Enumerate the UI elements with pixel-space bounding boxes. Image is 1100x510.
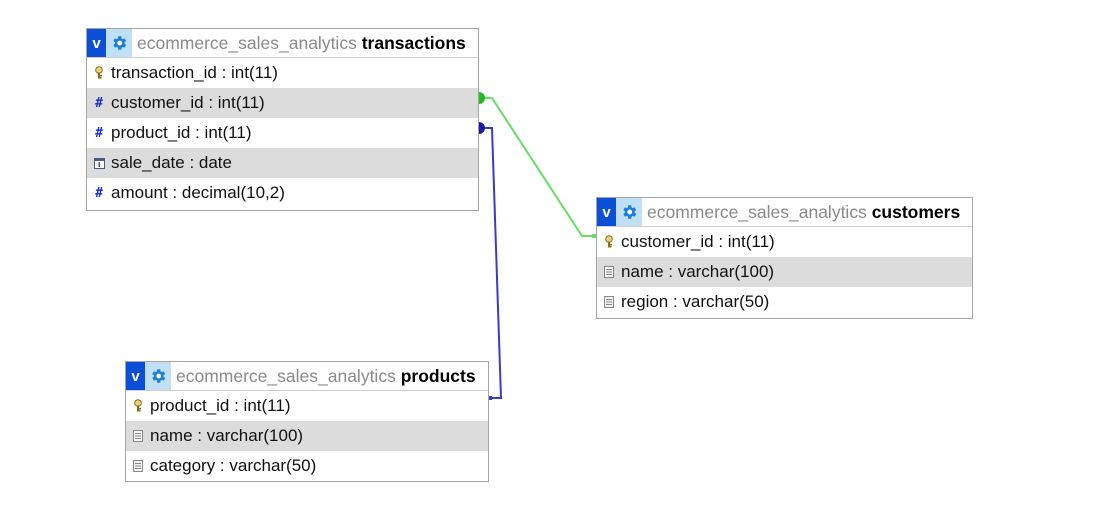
text-column-icon <box>604 266 614 278</box>
toggle-columns-button[interactable]: v <box>87 29 106 57</box>
table-settings-button[interactable] <box>106 29 132 57</box>
column-label: customer_id : int(11) <box>621 232 775 251</box>
toggle-columns-button[interactable]: v <box>597 198 616 226</box>
column-row[interactable]: # amount : decimal(10,2) <box>87 178 478 208</box>
table-transactions[interactable]: v ecommerce_sales_analytics transactions <box>86 28 479 211</box>
database-name: ecommerce_sales_analytics <box>137 33 357 53</box>
numeric-column-icon: # <box>95 125 103 141</box>
column-row[interactable]: name : varchar(100) <box>126 421 488 451</box>
column-row[interactable]: customer_id : int(11) <box>597 227 972 257</box>
table-header[interactable]: v ecommerce_sales_analytics products <box>126 362 488 391</box>
column-row[interactable]: product_id : int(11) <box>126 391 488 421</box>
numeric-column-icon: # <box>95 95 103 111</box>
toggle-columns-button[interactable]: v <box>126 362 145 390</box>
column-label: sale_date : date <box>111 153 232 172</box>
date-column-icon <box>93 157 105 169</box>
table-products[interactable]: v ecommerce_sales_analytics products <box>125 361 489 482</box>
table-title: ecommerce_sales_analytics customers <box>642 198 966 226</box>
table-header[interactable]: v ecommerce_sales_analytics customers <box>597 198 972 227</box>
relation-line-customer <box>479 97 595 237</box>
column-row[interactable]: name : varchar(100) <box>597 257 972 287</box>
column-label: category : varchar(50) <box>150 456 317 475</box>
column-row[interactable]: category : varchar(50) <box>126 451 488 481</box>
column-label: customer_id : int(11) <box>111 93 265 112</box>
gear-icon <box>152 369 166 383</box>
column-row[interactable]: region : varchar(50) <box>597 287 972 317</box>
table-settings-button[interactable] <box>145 362 171 390</box>
column-label: product_id : int(11) <box>111 123 252 142</box>
column-label: product_id : int(11) <box>150 396 291 415</box>
key-icon <box>605 235 613 248</box>
relation-dot-product <box>479 122 485 134</box>
relation-dot-customer <box>479 92 485 104</box>
column-label: amount : decimal(10,2) <box>111 183 285 202</box>
database-name: ecommerce_sales_analytics <box>647 202 867 222</box>
table-title: ecommerce_sales_analytics products <box>171 362 482 390</box>
column-row[interactable]: # customer_id : int(11) <box>87 88 478 118</box>
column-label: name : varchar(100) <box>621 262 775 281</box>
text-column-icon <box>133 460 143 472</box>
table-customers[interactable]: v ecommerce_sales_analytics customers <box>596 197 973 319</box>
gear-icon <box>113 36 127 50</box>
table-name: products <box>400 366 476 386</box>
gear-icon <box>623 205 637 219</box>
key-icon <box>134 399 142 412</box>
table-header[interactable]: v ecommerce_sales_analytics transactions <box>87 29 478 58</box>
column-label: name : varchar(100) <box>150 426 304 445</box>
table-name: customers <box>871 202 961 222</box>
column-label: transaction_id : int(11) <box>111 63 278 82</box>
database-name: ecommerce_sales_analytics <box>176 366 396 386</box>
relation-line-product <box>479 127 503 399</box>
table-settings-button[interactable] <box>616 198 642 226</box>
numeric-column-icon: # <box>95 185 103 201</box>
column-label: region : varchar(50) <box>621 292 770 311</box>
table-name: transactions <box>361 33 466 53</box>
column-row[interactable]: # product_id : int(11) <box>87 118 478 148</box>
column-row[interactable]: transaction_id : int(11) <box>87 58 478 88</box>
column-row[interactable]: sale_date : date <box>87 148 478 178</box>
text-column-icon <box>133 430 143 442</box>
table-title: ecommerce_sales_analytics transactions <box>132 29 472 57</box>
key-icon <box>95 66 103 79</box>
text-column-icon <box>604 296 614 308</box>
